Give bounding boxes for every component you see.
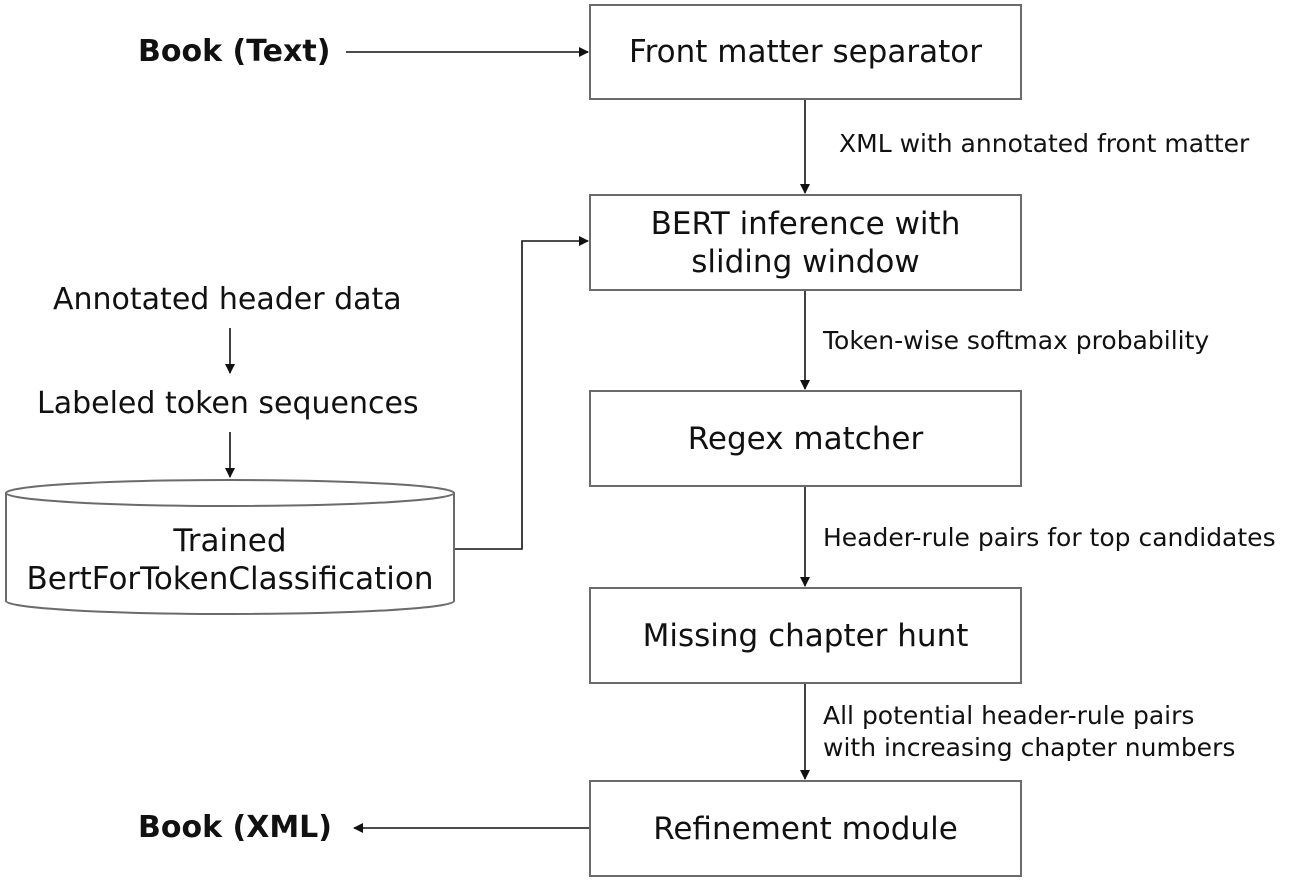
step-label-line1: BERT inference with [650,205,961,242]
edge-label-line1: All potential header-rule pairs [823,701,1195,730]
step-bert-inference: BERT inference with sliding window [589,194,1022,291]
step-label: Refinement module [653,810,958,847]
step-label: Missing chapter hunt [642,617,969,654]
input-book-text: Book (Text) [138,34,331,69]
step-front-matter-separator: Front matter separator [589,4,1022,100]
step-missing-chapter-hunt: Missing chapter hunt [589,587,1022,684]
step-label: Front matter separator [629,34,982,70]
step-label: Regex matcher [687,420,924,457]
model-database-icon [5,479,455,615]
edge-label-all-header-rule: All potential header-rule pairs with inc… [823,700,1235,764]
edge-label-header-rule-top: Header-rule pairs for top candidates [823,523,1276,552]
step-regex-matcher: Regex matcher [589,390,1022,487]
labeled-token-sequences: Labeled token sequences [37,386,419,421]
edge-label-softmax: Token-wise softmax probability [823,326,1210,355]
arrow-model-to-inference [455,236,589,550]
step-refinement-module: Refinement module [589,780,1022,877]
annotated-header-data: Annotated header data [53,282,402,317]
step-label-line2: sliding window [691,243,920,280]
edge-label-line2: with increasing chapter numbers [823,733,1236,762]
output-book-xml: Book (XML) [138,810,333,845]
model-label-line1: Trained [173,523,287,559]
trained-model-label: Trained BertForTokenClassification [6,505,454,615]
edge-label-xml-front-matter: XML with annotated front matter [839,129,1250,158]
model-label-line2: BertForTokenClassification [26,561,434,597]
